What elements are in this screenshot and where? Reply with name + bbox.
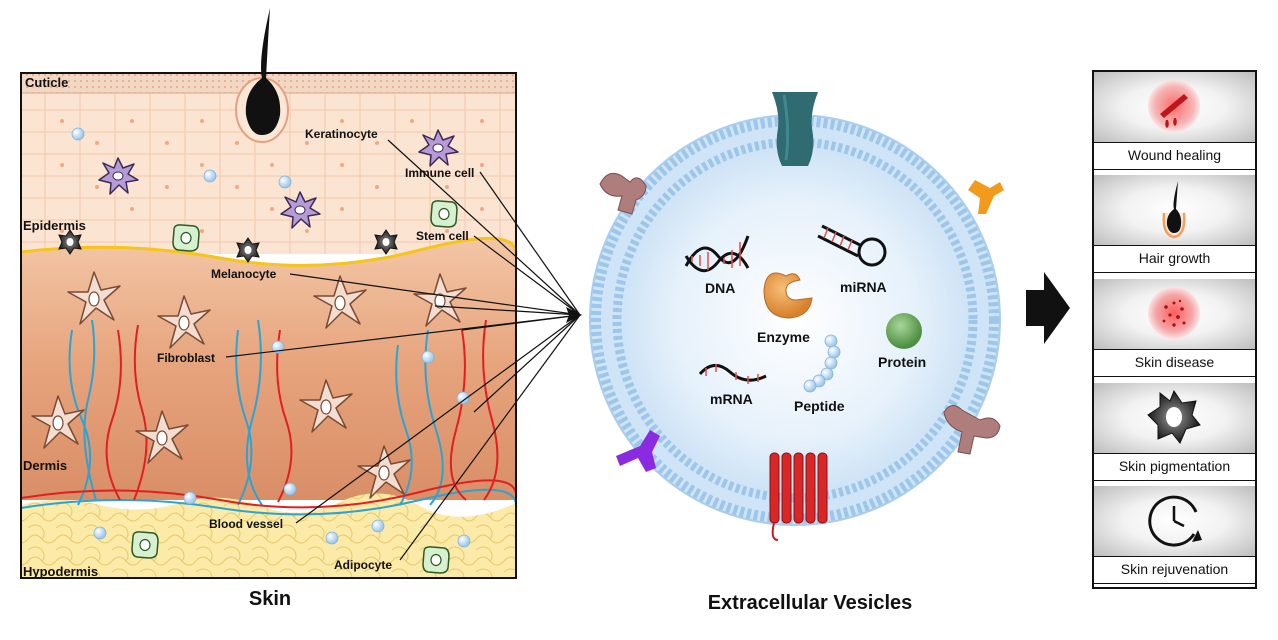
mirna-icon <box>817 224 887 267</box>
skin-panel: Cuticle Epidermis Dermis Hypodermis Kera… <box>20 8 582 579</box>
outcome-arrow <box>1026 272 1070 344</box>
pointer-arrowhead <box>566 307 582 323</box>
outcome-icon-box <box>1094 175 1255 245</box>
enzyme-label: Enzyme <box>757 329 810 345</box>
pointer-lines <box>225 139 581 561</box>
vesicle-lipid-heads-inner <box>612 137 978 503</box>
clock-icon <box>1148 495 1202 547</box>
epidermis-label: Epidermis <box>23 218 86 233</box>
basement-membrane <box>20 236 518 267</box>
outcomes-panel: Wound healing Hair growth <box>1092 70 1257 589</box>
outcome-icon-box <box>1094 279 1255 349</box>
channel-protein <box>772 92 818 166</box>
blood-vessel-label: Blood vessel <box>209 517 283 531</box>
melanocyte-icon <box>1147 389 1201 444</box>
fibroblast-label: Fibroblast <box>157 351 215 365</box>
adipocyte-label: Adipocyte <box>334 558 392 572</box>
skin-caption: Skin <box>248 588 292 610</box>
mrna-label: mRNA <box>710 391 753 407</box>
outcome-icon-box <box>1094 72 1255 142</box>
enzyme-icon <box>763 272 813 319</box>
vesicle-lipid-heads-outer <box>591 116 999 524</box>
skin-panel-border <box>20 72 517 579</box>
dna-label: DNA <box>705 280 735 296</box>
melanocyte-label: Melanocyte <box>211 267 277 281</box>
receptor-orange <box>968 180 1004 214</box>
transmembrane-protein <box>769 452 828 541</box>
wound-icon <box>1148 80 1200 132</box>
dermis-label: Dermis <box>23 458 67 473</box>
dna-icon <box>684 235 750 273</box>
receptor-pink-right <box>943 405 1001 455</box>
hair-follicle-icon <box>1162 181 1186 239</box>
outcome-label: Hair growth <box>1094 245 1255 273</box>
extracellular-vesicle: DNA miRNA Enzyme Protein mRNA <box>589 92 1004 541</box>
hair-follicle-icon <box>235 8 289 143</box>
receptor-purple <box>616 430 660 472</box>
blood-vessels-red <box>20 319 518 509</box>
protein-icon <box>886 313 922 349</box>
skin-disease-icon <box>1148 287 1200 339</box>
mrna-icon <box>698 364 767 384</box>
keratinocyte-nuclei <box>60 119 484 233</box>
mirna-label: miRNA <box>840 279 887 295</box>
immune-cell-label: Immune cell <box>405 166 474 180</box>
outcome-icon-box <box>1094 486 1255 556</box>
hypodermis-label: Hypodermis <box>23 564 98 579</box>
outcome-label: Skin pigmentation <box>1094 453 1255 481</box>
peptide-label: Peptide <box>794 398 845 414</box>
outcome-icon-box <box>1094 383 1255 453</box>
extracellular-vesicles-caption: Extracellular Vesicles <box>707 592 913 614</box>
outcome-label: Skin disease <box>1094 349 1255 377</box>
cuticle-label: Cuticle <box>25 75 68 90</box>
outcome-label: Wound healing <box>1094 142 1255 170</box>
stem-cell-label: Stem cell <box>416 229 469 243</box>
keratinocyte-label: Keratinocyte <box>305 127 378 141</box>
outcome-label: Skin rejuvenation <box>1094 556 1255 584</box>
receptor-pink-left <box>599 172 647 215</box>
vesicle-lumen <box>623 148 967 492</box>
protein-label: Protein <box>878 354 926 370</box>
